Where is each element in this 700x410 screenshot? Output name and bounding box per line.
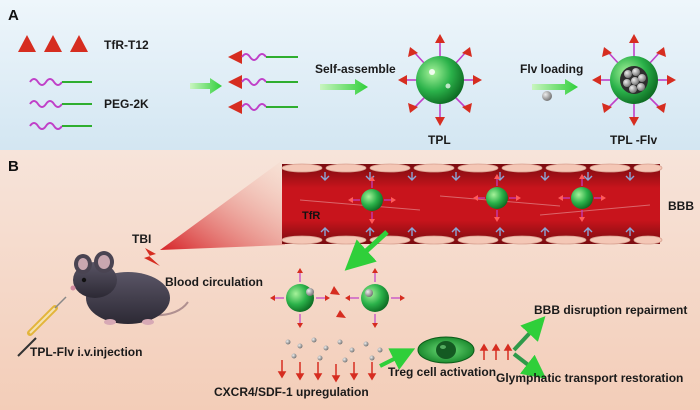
released-flv-dots xyxy=(285,337,383,363)
arrow-to-treg xyxy=(379,348,416,370)
bbb-repair-label: BBB disruption repairment xyxy=(534,303,687,317)
peg-2k-chains xyxy=(29,78,92,130)
cxcr4-label: CXCR4/SDF-1 upregulation xyxy=(214,385,369,399)
treg-label: Treg cell activation xyxy=(388,365,496,379)
peg-2k-label: PEG-2K xyxy=(104,97,149,111)
syringe-icon xyxy=(17,296,67,357)
tpl-flv-nanoparticle xyxy=(592,34,676,126)
arrow-crossing xyxy=(344,230,389,271)
injection-label: TPL-Flv i.v.injection xyxy=(30,345,142,359)
mouse-illustration xyxy=(70,251,189,325)
zoom-beam xyxy=(160,162,285,250)
tpl-nanoparticle xyxy=(398,34,482,126)
upregulation-arrows xyxy=(277,360,377,383)
arrow-bbb-repair xyxy=(512,316,546,352)
crossing-nanoparticles xyxy=(270,268,405,328)
arrow-3 xyxy=(532,79,578,95)
panel-a-background xyxy=(0,0,700,150)
blood-vessel xyxy=(281,163,663,245)
bbb-label: BBB xyxy=(668,199,694,213)
tfr-t12-label: TfR-T12 xyxy=(104,38,149,52)
flv-drug-dot xyxy=(542,91,552,101)
self-assemble-label: Self-assemble xyxy=(315,62,396,76)
tpl-label: TPL xyxy=(428,133,451,147)
panel-b-label: B xyxy=(8,158,19,175)
arrow-1 xyxy=(190,78,222,94)
tfr-vessel-label: TfR xyxy=(302,210,320,222)
tpl-flv-label: TPL -Flv xyxy=(610,133,657,147)
arrow-2 xyxy=(320,79,368,95)
tbi-label: TBI xyxy=(132,232,151,246)
vessel-nanoparticles xyxy=(348,174,606,224)
tbi-lightning-icon xyxy=(144,248,160,266)
flv-loading-label: Flv loading xyxy=(520,62,583,76)
tfr-peg-conjugates xyxy=(228,50,298,114)
panel-a-label: A xyxy=(8,7,19,24)
arrow-glymphatic xyxy=(512,352,547,379)
activation-arrows xyxy=(479,343,513,360)
tfr-t12-triangles xyxy=(18,35,88,52)
glymphatic-label: Glymphatic transport restoration xyxy=(496,371,683,385)
treg-cell xyxy=(417,336,475,364)
blood-circulation-label: Blood circulation xyxy=(165,275,263,289)
